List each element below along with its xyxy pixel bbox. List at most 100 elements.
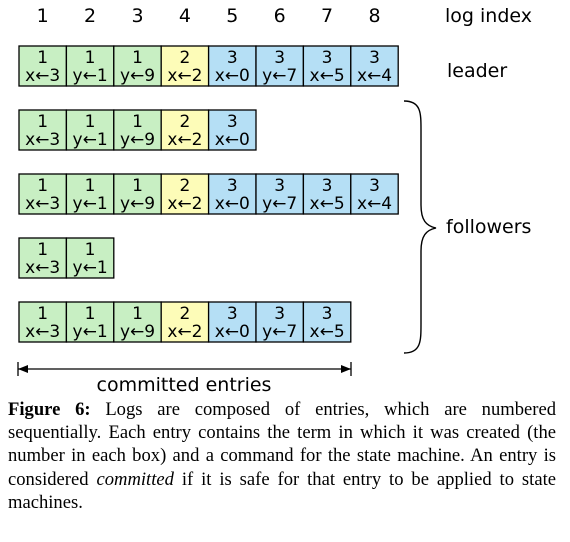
committed-range-arrow (17, 362, 352, 376)
log-entry-box (207, 109, 257, 151)
log-entry-term: 3 (274, 48, 285, 68)
follower-log: 1x←31y←11y←92x←23x←03y←73x←53x←4 (18, 173, 399, 215)
log-entry-term: 1 (37, 240, 48, 260)
log-entry: 1x←3 (18, 173, 68, 215)
log-entry-box (255, 173, 305, 215)
log-entry-box (350, 45, 399, 87)
log-entry-command: y←9 (120, 130, 155, 150)
log-entry: 3x←0 (207, 45, 257, 87)
figure-caption: Figure 6: Logs are composed of entries, … (8, 398, 556, 514)
log-entry: 3x←5 (302, 301, 352, 343)
log-entry-box (160, 109, 210, 151)
log-entry: 2x←2 (160, 45, 210, 87)
log-entry-term: 3 (369, 48, 380, 68)
log-entry-box (65, 237, 115, 279)
log-entry-term: 3 (274, 304, 285, 324)
log-entry: 1y←9 (113, 109, 162, 151)
log-entry: 3x←0 (207, 301, 257, 343)
log-entry-command: y←9 (120, 66, 155, 86)
log-entry-box (160, 173, 210, 215)
log-entry-term: 3 (227, 176, 238, 196)
follower-log: 1x←31y←11y←92x←23x←03y←73x←5 (18, 301, 352, 343)
log-index-number: 5 (226, 5, 238, 27)
committed-entries-label: committed entries (97, 374, 272, 395)
log-entry-command: y←1 (73, 130, 108, 150)
log-entry-command: x←5 (310, 194, 345, 214)
log-entry-command: x←3 (25, 322, 60, 342)
log-index-number: 7 (321, 5, 333, 27)
log-entry-box (255, 45, 305, 87)
log-entry-box (255, 301, 305, 343)
log-entry-box (302, 173, 352, 215)
log-entry-box (302, 45, 352, 87)
log-entry-command: x←2 (167, 194, 202, 214)
log-entry-command: x←2 (167, 322, 202, 342)
log-entry-command: x←2 (167, 66, 202, 86)
log-entry-command: y←1 (73, 66, 108, 86)
followers-label: followers (446, 216, 531, 238)
log-entry-term: 3 (274, 176, 285, 196)
log-entry-command: x←0 (215, 194, 250, 214)
log-entry-term: 1 (132, 48, 143, 68)
caption-emphasis: committed (96, 468, 174, 490)
log-entry-term: 1 (85, 240, 96, 260)
log-entry: 2x←2 (160, 173, 210, 215)
log-entry-command: y←9 (120, 194, 155, 214)
log-entry: 2x←2 (160, 301, 210, 343)
log-entry-box (160, 301, 210, 343)
log-entry: 1y←9 (113, 45, 162, 87)
log-entry-command: x←5 (310, 322, 345, 342)
log-entry-command: x←0 (215, 130, 250, 150)
log-entry-box (65, 45, 115, 87)
log-entry-box (350, 173, 399, 215)
log-entry-box (65, 301, 115, 343)
log-entry-term: 1 (37, 48, 48, 68)
log-entry-command: y←9 (120, 322, 155, 342)
log-entry-term: 1 (85, 304, 96, 324)
caption-text-2: if it is safe for that entry to be appli… (8, 468, 556, 513)
log-index-label: log index (445, 5, 532, 27)
log-entry-box (18, 45, 68, 87)
log-entry-box (18, 173, 68, 215)
log-entry-term: 1 (132, 112, 143, 132)
log-entry-term: 3 (322, 176, 333, 196)
log-entry-box (302, 301, 352, 343)
log-entry: 1y←1 (65, 45, 115, 87)
log-entry: 1y←1 (65, 173, 115, 215)
log-entry: 3x←5 (302, 173, 352, 215)
log-entry-box (18, 109, 68, 151)
log-entry-command: y←1 (73, 194, 108, 214)
figure-label: Figure 6: (8, 399, 91, 420)
log-entry-term: 2 (179, 304, 190, 324)
log-entry-term: 3 (227, 304, 238, 324)
log-entry-term: 1 (132, 176, 143, 196)
log-index-number: 1 (37, 5, 49, 27)
log-entry-command: x←4 (357, 66, 392, 86)
log-entry-term: 3 (322, 304, 333, 324)
log-entry: 1x←3 (18, 109, 68, 151)
log-entry-term: 2 (179, 48, 190, 68)
log-entry-term: 1 (85, 176, 96, 196)
log-entry-command: x←3 (25, 130, 60, 150)
leader-label: leader (447, 60, 507, 82)
log-entry: 3x←5 (302, 45, 352, 87)
log-entry: 1y←1 (65, 301, 115, 343)
log-entry-term: 2 (179, 176, 190, 196)
log-entry-box (207, 45, 257, 87)
log-entry-term: 1 (37, 176, 48, 196)
log-entry-command: x←3 (25, 66, 60, 86)
log-entry-command: x←0 (215, 322, 250, 342)
log-entry-term: 1 (37, 112, 48, 132)
log-entry-term: 1 (85, 112, 96, 132)
log-index-number: 8 (368, 5, 380, 27)
leader-log: 1x←31y←11y←92x←23x←03y←73x←53x←4 (18, 45, 399, 87)
log-entry-command: x←2 (167, 130, 202, 150)
log-entry-command: x←4 (357, 194, 392, 214)
log-entry-term: 1 (132, 304, 143, 324)
log-entry-command: y←7 (262, 66, 297, 86)
log-entry: 3x←4 (350, 173, 399, 215)
log-entry-term: 3 (369, 176, 380, 196)
log-index-number: 6 (274, 5, 286, 27)
